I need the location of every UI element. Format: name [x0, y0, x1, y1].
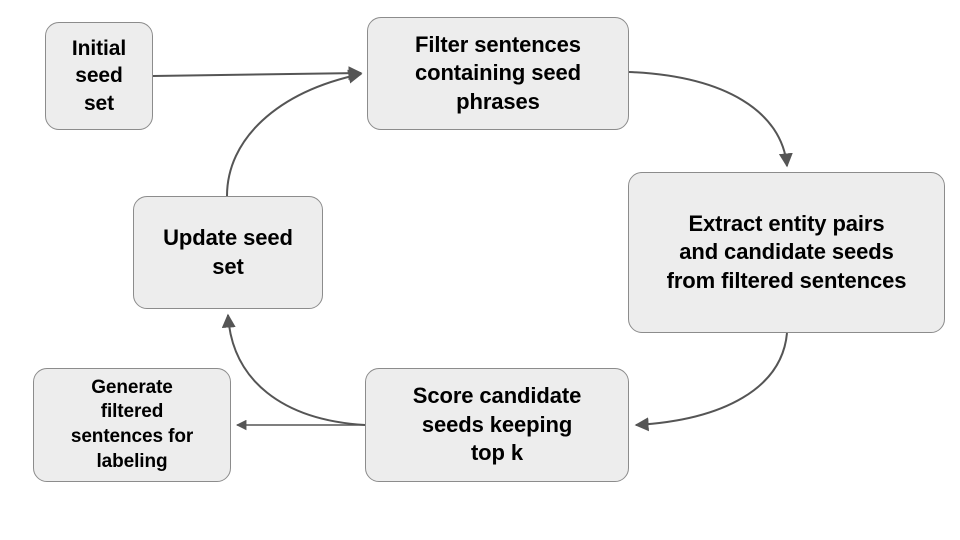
edge-initial-seed-set-to-filter-sentences: [152, 66, 363, 81]
edge-extract-entity-pairs-to-score-candidate-seeds: [634, 332, 788, 432]
node-score-candidate-seeds[interactable]: Score candidate seeds keeping top k: [365, 368, 629, 482]
edge-update-seed-set-to-filter-sentences: [226, 69, 363, 197]
edge-score-candidate-seeds-to-update-seed-set: [221, 313, 366, 426]
edge-filter-sentences-to-extract-entity-pairs: [628, 71, 793, 168]
node-generate-filtered-sentences[interactable]: Generate filtered sentences for labeling: [33, 368, 231, 482]
node-extract-entity-pairs[interactable]: Extract entity pairs and candidate seeds…: [628, 172, 945, 333]
node-initial-seed-set[interactable]: Initial seed set: [45, 22, 153, 130]
node-update-seed-set[interactable]: Update seed set: [133, 196, 323, 309]
node-filter-sentences[interactable]: Filter sentences containing seed phrases: [367, 17, 629, 130]
